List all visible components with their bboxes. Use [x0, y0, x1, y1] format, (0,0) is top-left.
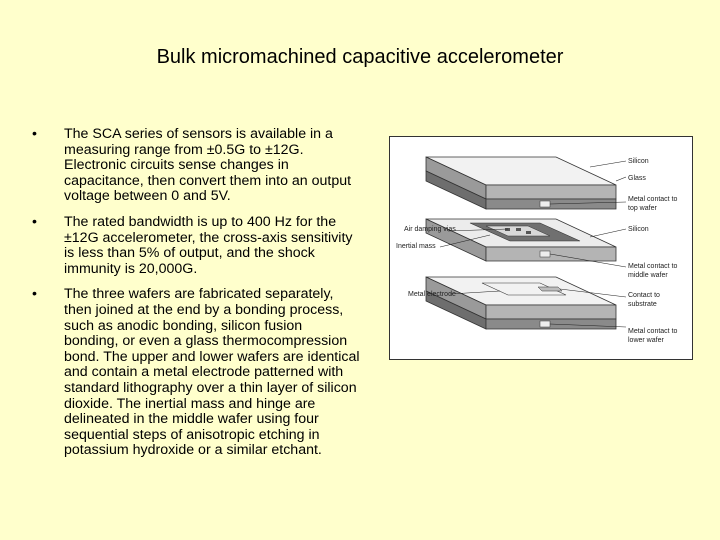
lower-wafer-front-face — [485, 304, 617, 320]
bullet-dot: • — [32, 126, 37, 142]
label-metal-mid-1: Metal contact to — [628, 263, 678, 270]
accelerometer-diagram-svg: Silicon Glass Metal contact to top wafer… — [396, 156, 678, 344]
accelerometer-diagram: Silicon Glass Metal contact to top wafer… — [389, 136, 693, 360]
slide-title: Bulk micromachined capacitive accelerome… — [156, 46, 564, 68]
damping-via — [526, 231, 531, 234]
top-wafer — [425, 156, 617, 210]
lower-wafer-contact — [539, 320, 551, 328]
lower-wafer — [425, 276, 617, 330]
top-wafer-front-face — [485, 184, 617, 200]
middle-wafer-contact — [539, 250, 551, 258]
bullet-list: • The SCA series of sensors is available… — [30, 126, 360, 469]
top-wafer-contact — [539, 200, 551, 208]
label-metal-top-1: Metal contact to — [628, 196, 678, 203]
bullet-item: • The three wafers are fabricated separa… — [30, 287, 360, 459]
label-metal-electrode: Metal electrode — [408, 291, 456, 298]
label-contact-sub-1: Contact to — [628, 292, 660, 299]
label-metal-top-2: top wafer — [628, 205, 657, 212]
label-air-damping: Air damping vias — [404, 226, 456, 233]
bullet-item: • The rated bandwidth is up to 400 Hz fo… — [30, 213, 360, 277]
label-metal-low-1: Metal contact to — [628, 328, 678, 335]
damping-via — [505, 228, 510, 231]
label-metal-mid-2: middle wafer — [628, 272, 668, 279]
label-glass: Glass — [628, 175, 646, 182]
bullet-text: The SCA series of sensors is available i… — [64, 126, 352, 205]
label-contact-sub-2: substrate — [628, 301, 657, 308]
damping-via — [516, 228, 521, 231]
bullet-text: The three wafers are fabricated separate… — [64, 286, 360, 459]
substrate-contact-pad — [537, 286, 563, 292]
bullet-dot: • — [32, 286, 37, 303]
label-metal-low-2: lower wafer — [628, 337, 664, 344]
bullet-dot: • — [32, 213, 37, 230]
label-inertial-mass: Inertial mass — [396, 243, 436, 250]
middle-wafer — [425, 218, 617, 262]
label-silicon-top: Silicon — [628, 158, 649, 165]
label-silicon-mid: Silicon — [628, 226, 649, 233]
bullet-text: The rated bandwidth is up to 400 Hz for … — [64, 213, 353, 277]
leader-lines — [439, 160, 627, 328]
bullet-item: • The SCA series of sensors is available… — [30, 126, 360, 205]
